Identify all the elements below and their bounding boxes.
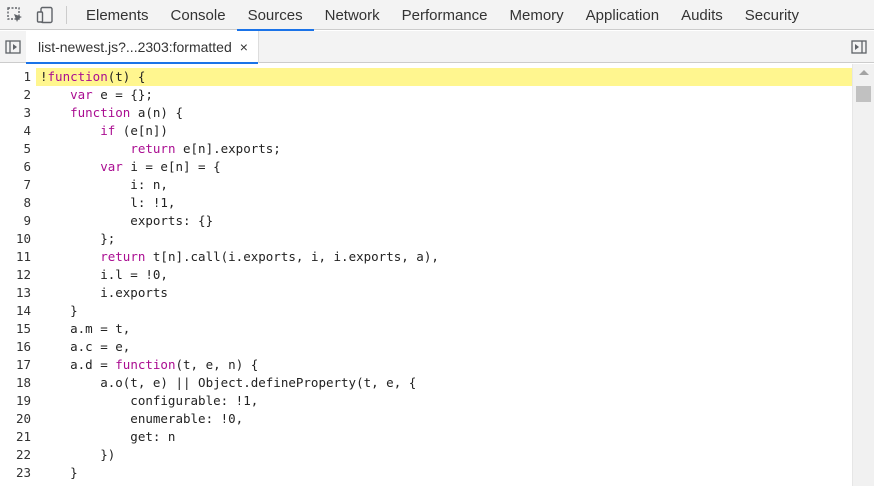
line-number[interactable]: 21	[15, 429, 31, 444]
line-number[interactable]: 20	[15, 411, 31, 426]
code-line: i.l = !0,	[40, 267, 168, 282]
line-number[interactable]: 23	[15, 465, 31, 480]
line-number[interactable]: 3	[23, 105, 31, 120]
line-number[interactable]: 4	[23, 123, 31, 138]
scroll-up-arrow-icon[interactable]	[859, 70, 869, 75]
code-line: }	[40, 465, 78, 480]
tab-network[interactable]: Network	[324, 6, 380, 24]
scrollbar-thumb[interactable]	[856, 86, 871, 102]
code-line: configurable: !1,	[40, 393, 259, 408]
toggle-debugger-icon[interactable]	[844, 31, 874, 63]
tab-performance[interactable]: Performance	[401, 6, 488, 24]
inspect-element-icon[interactable]	[0, 0, 30, 30]
line-number[interactable]: 14	[15, 303, 31, 318]
code-line: if (e[n])	[100, 123, 168, 138]
code-content[interactable]: !function(t) { var e = {}; function a(n)…	[36, 68, 852, 482]
line-number[interactable]: 16	[15, 339, 31, 354]
code-line: a.o(t, e) || Object.defineProperty(t, e,…	[40, 375, 417, 390]
sources-file-tabbar: list-newest.js?...2303:formatted ×	[0, 31, 874, 64]
line-number[interactable]: 11	[15, 249, 31, 264]
code-line: !function(t) {	[36, 68, 852, 86]
line-number[interactable]: 10	[15, 231, 31, 246]
file-tab[interactable]: list-newest.js?...2303:formatted ×	[26, 31, 259, 64]
line-number[interactable]: 13	[15, 285, 31, 300]
toolbar-divider	[66, 6, 67, 24]
code-line: }	[40, 303, 78, 318]
code-line: a.c = e,	[40, 339, 131, 354]
code-line: var e = {};	[70, 87, 153, 102]
code-line: return e[n].exports;	[130, 141, 281, 156]
code-line: enumerable: !0,	[40, 411, 244, 426]
code-line: return t[n].call(i.exports, i, i.exports…	[100, 249, 439, 264]
line-number[interactable]: 1	[23, 69, 31, 84]
line-number[interactable]: 5	[23, 141, 31, 156]
panel-tabs: Elements Console Sources Network Performance…	[75, 0, 810, 31]
code-line: exports: {}	[40, 213, 214, 228]
toggle-navigator-icon[interactable]	[0, 31, 26, 63]
devtools-toolbar: Elements Console Sources Network Performance…	[0, 0, 874, 31]
close-icon[interactable]: ×	[239, 39, 248, 55]
line-number[interactable]: 19	[15, 393, 31, 408]
file-tab-label: list-newest.js?...2303:formatted	[38, 39, 232, 55]
line-number[interactable]: 7	[23, 177, 31, 192]
line-number[interactable]: 6	[23, 159, 31, 174]
code-line: i: n,	[40, 177, 168, 192]
code-line: a.d = function(t, e, n) {	[40, 357, 259, 372]
tab-audits[interactable]: Audits	[681, 6, 723, 24]
tab-console[interactable]: Console	[170, 6, 226, 24]
code-line: get: n	[40, 429, 176, 444]
line-number[interactable]: 22	[15, 447, 31, 462]
tab-elements[interactable]: Elements	[86, 6, 149, 24]
line-number[interactable]: 17	[15, 357, 31, 372]
code-line: a.m = t,	[40, 321, 131, 336]
code-line: })	[40, 447, 116, 462]
line-number[interactable]: 2	[23, 87, 31, 102]
tab-sources[interactable]: Sources	[236, 0, 314, 31]
code-line: };	[40, 231, 116, 246]
code-line: var i = e[n] = {	[100, 159, 221, 174]
line-number[interactable]: 18	[15, 375, 31, 390]
code-line: i.exports	[40, 285, 168, 300]
code-line: l: !1,	[40, 195, 176, 210]
tab-security[interactable]: Security	[744, 6, 799, 24]
line-number[interactable]: 8	[23, 195, 31, 210]
line-number[interactable]: 15	[15, 321, 31, 336]
line-number[interactable]: 12	[15, 267, 31, 282]
tab-application[interactable]: Application	[585, 6, 660, 24]
device-toolbar-icon[interactable]	[30, 0, 60, 30]
vertical-scrollbar[interactable]	[852, 64, 874, 486]
tab-memory[interactable]: Memory	[509, 6, 564, 24]
code-line: function a(n) {	[70, 105, 184, 120]
line-number[interactable]: 9	[23, 213, 31, 228]
